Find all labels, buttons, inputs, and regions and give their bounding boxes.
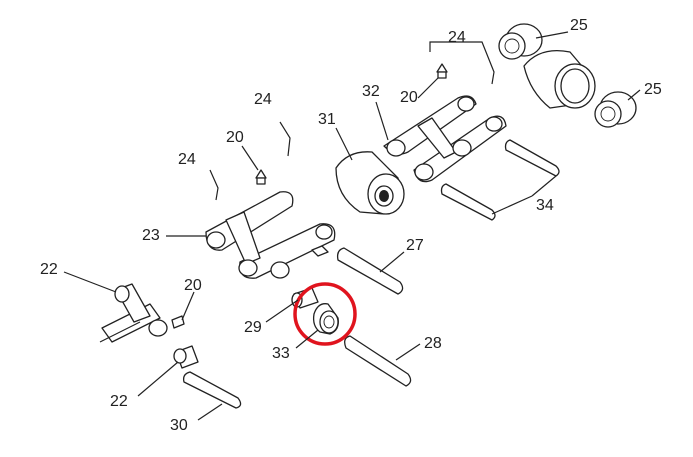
label-25-right: 25 [644, 81, 662, 98]
label-20-top: 20 [400, 89, 418, 106]
pin-30 [182, 371, 242, 409]
label-27: 27 [406, 237, 424, 254]
label-22-upper: 22 [40, 261, 58, 278]
label-33: 33 [272, 345, 290, 362]
highlight-circle [293, 282, 357, 346]
label-31: 31 [318, 111, 336, 128]
label-22-lower: 22 [110, 393, 128, 410]
roller-31 [335, 151, 405, 215]
fitting-20-middle [255, 169, 267, 185]
pin-34-upper [504, 139, 560, 177]
label-20-left: 20 [184, 277, 202, 294]
pin-34-lower [440, 183, 496, 221]
bushing-25-top [498, 23, 543, 60]
label-23: 23 [142, 227, 160, 244]
bracket-24-top [429, 41, 495, 85]
bracket-24-left [209, 169, 219, 201]
label-28: 28 [424, 335, 442, 352]
pin-28 [344, 335, 412, 387]
shaft-22-upper [99, 283, 168, 343]
link-32 [383, 95, 507, 183]
bracket-24-middle [279, 121, 291, 157]
label-30: 30 [170, 417, 188, 434]
bushing-25-right [594, 91, 637, 128]
callout-labels: 24 25 25 20 32 24 31 20 24 34 23 27 22 2… [40, 17, 662, 434]
roller-sleeve [523, 49, 596, 109]
link-23 [205, 191, 336, 279]
bushing-33 [312, 303, 339, 335]
label-32: 32 [362, 83, 380, 100]
label-20-middle: 20 [226, 129, 244, 146]
fitting-20-left [171, 315, 185, 329]
sleeve-22-lower [173, 345, 199, 369]
label-24-middle: 24 [254, 91, 272, 108]
leader-lines [63, 31, 641, 421]
pin-27 [336, 247, 404, 295]
label-34: 34 [536, 197, 554, 214]
label-25-top: 25 [570, 17, 588, 34]
label-29: 29 [244, 319, 262, 336]
fitting-20-top [436, 63, 448, 79]
label-24-left: 24 [178, 151, 196, 168]
label-24-top: 24 [448, 29, 466, 46]
